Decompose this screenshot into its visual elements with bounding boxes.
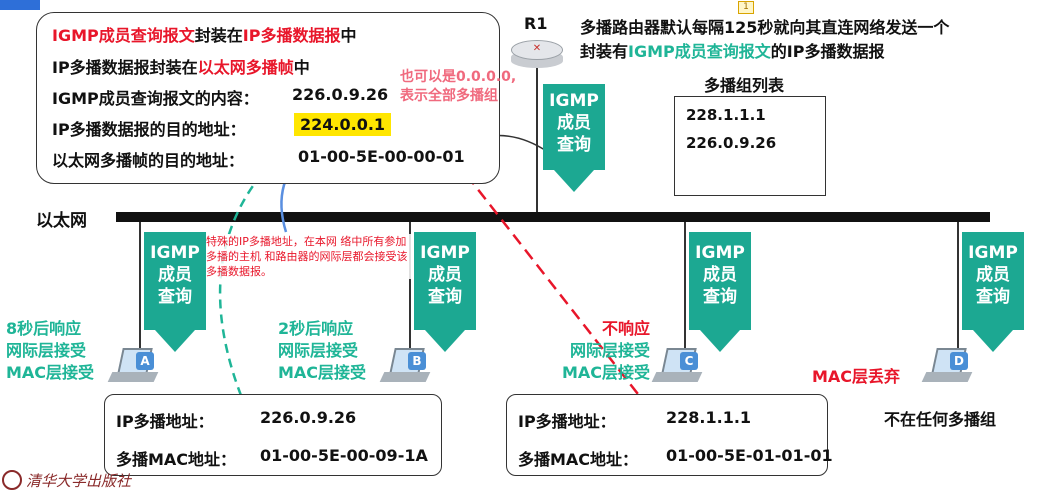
publisher-name: 清华大学出版社 xyxy=(26,472,132,490)
special-address-note: 特殊的IP多播地址，在本网 络中所有参加多播的主机 和路由器的网际层都会接受该多… xyxy=(206,234,412,279)
router-name: R1 xyxy=(524,14,548,33)
group-list-item-2: 226.0.9.26 xyxy=(686,134,777,152)
slide-corner-tab xyxy=(0,0,40,10)
callout-eth-frame: 以太网多播帧 xyxy=(197,58,294,77)
box-c-mac-label: 多播MAC地址： xyxy=(518,450,639,469)
group-list-item-1: 228.1.1.1 xyxy=(686,106,766,124)
callout-igmp-query: IGMP成员查询报文 xyxy=(52,26,195,45)
ethernet-label: 以太网 xyxy=(36,211,87,231)
callout-content-value: 226.0.9.26 xyxy=(292,85,389,104)
host-c-badge: C xyxy=(680,352,698,370)
host-c-laptop-icon: C xyxy=(651,348,703,388)
box-c-mac-value: 01-00-5E-01-01-01 xyxy=(666,446,833,465)
host-b-laptop-icon: B xyxy=(379,348,431,388)
box-ab-ip-value: 226.0.9.26 xyxy=(260,408,357,427)
callout-box xyxy=(36,12,500,184)
router-desc-line-1: 多播路由器默认每隔125秒就向其直连网络发送一个 xyxy=(580,18,950,37)
ethernet-bus xyxy=(116,212,990,222)
box-ab-mac-label: 多播MAC地址： xyxy=(116,450,237,469)
host-d-badge: D xyxy=(950,352,968,370)
callout-dest-mac-value: 01-00-5E-00-00-01 xyxy=(298,147,465,166)
group-list-title: 多播组列表 xyxy=(704,76,785,95)
callout-line-2: IP多播数据报封装在以太网多播帧中 xyxy=(52,58,310,77)
box-c-ip-value: 228.1.1.1 xyxy=(666,408,752,427)
multicast-addr-box-ab xyxy=(104,394,442,476)
router-desc-line-2: 封装有IGMP成员查询报文的IP多播数据报 xyxy=(580,42,885,61)
host-d-no-group: 不在任何多播组 xyxy=(884,410,997,429)
callout-line-4: IP多播数据报的目的地址： xyxy=(52,120,246,139)
host-d-laptop-icon: D xyxy=(921,348,973,388)
host-d-status: MAC层丢弃 xyxy=(812,367,901,386)
note-all-groups: 也可以是0.0.0.0, 表示全部多播组 xyxy=(400,69,517,104)
box-ab-mac-value: 01-00-5E-00-09-1A xyxy=(260,446,428,465)
callout-line-5: 以太网多播帧的目的地址： xyxy=(52,151,245,170)
green-dashed-curve xyxy=(218,151,283,409)
host-a-badge: A xyxy=(136,352,154,370)
box-ab-ip-label: IP多播地址： xyxy=(116,412,214,431)
callout-dest-ip-value: 224.0.0.1 xyxy=(294,113,392,136)
router-icon: ✕ xyxy=(511,40,563,68)
host-a-laptop-icon: A xyxy=(107,348,159,388)
callout-line-1: IGMP成员查询报文封装在IP多播数据报中 xyxy=(52,26,357,45)
box-c-ip-label: IP多播地址： xyxy=(518,412,616,431)
host-b-badge: B xyxy=(408,352,426,370)
publisher-seal-icon xyxy=(2,470,22,490)
callout-ip-datagram: IP多播数据报 xyxy=(242,26,341,45)
group-list-box xyxy=(674,96,826,196)
multicast-addr-box-c xyxy=(506,394,828,476)
footnote-marker: 1 xyxy=(738,1,754,14)
callout-line-3: IGMP成员查询报文的内容： xyxy=(52,89,259,108)
